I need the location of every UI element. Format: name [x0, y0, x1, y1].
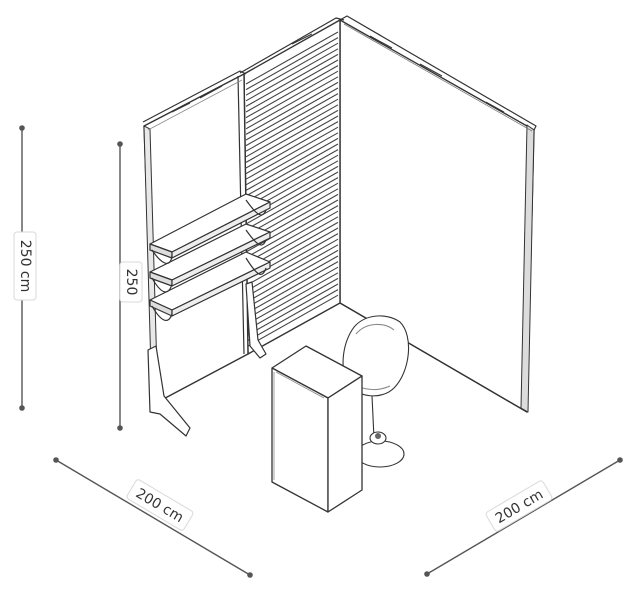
- wall-slat: [245, 272, 339, 326]
- wall-slat: [245, 115, 339, 169]
- wall-slat: [245, 266, 339, 320]
- height-inner-label: 250: [123, 269, 139, 296]
- dimension-height-inner: 250: [117, 141, 143, 431]
- wall-feet: [147, 281, 267, 437]
- wall-slat: [245, 249, 339, 303]
- wall-slat: [245, 289, 339, 343]
- wall-slat: [245, 126, 339, 180]
- wall-slat: [245, 59, 339, 113]
- wall-slat: [245, 261, 339, 315]
- wall-slat: [245, 255, 339, 309]
- slatted-back-wall: [239, 17, 345, 355]
- dimension-height-outer: 250 cm: [13, 125, 37, 411]
- wall-slat: [245, 42, 339, 96]
- wall-slat: [245, 132, 339, 186]
- wall-slat: [245, 277, 339, 331]
- wall-slat: [245, 53, 339, 107]
- wall-slat: [245, 81, 339, 135]
- wall-slat: [245, 37, 339, 91]
- wall-slat: [245, 121, 339, 175]
- dimension-width-left: 200 cm: [53, 457, 253, 578]
- top-light-strips: [171, 33, 505, 113]
- wall-slat: [245, 238, 339, 292]
- dimension-width-right: 200 cm: [424, 457, 623, 577]
- wall-slat: [245, 177, 339, 231]
- booth-structure: [142, 15, 537, 513]
- wall-slat: [245, 48, 339, 102]
- wall-slat: [245, 210, 339, 264]
- wall-slat: [245, 199, 339, 253]
- wall-slat: [245, 87, 339, 141]
- counter-cabinet: [271, 345, 363, 513]
- wall-slat: [245, 93, 339, 147]
- wall-slat: [245, 98, 339, 152]
- wall-slat: [245, 294, 339, 348]
- wall-slat: [245, 65, 339, 119]
- wall-slat: [245, 31, 339, 85]
- wall-slat: [245, 244, 339, 298]
- wall-slat: [245, 76, 339, 130]
- shelf-brackets: [151, 199, 267, 322]
- wall-slat: [245, 283, 339, 337]
- wall-slat: [245, 109, 339, 163]
- wall-slat: [245, 205, 339, 259]
- wall-slat: [245, 137, 339, 191]
- wall-slat: [245, 149, 339, 203]
- wall-slat: [245, 143, 339, 197]
- height-outer-label: 250 cm: [17, 240, 33, 293]
- shelf-unit: [149, 193, 271, 322]
- wall-slat: [245, 104, 339, 158]
- wall-slat: [245, 182, 339, 236]
- wall-slat: [245, 70, 339, 124]
- wall-slat: [245, 233, 339, 287]
